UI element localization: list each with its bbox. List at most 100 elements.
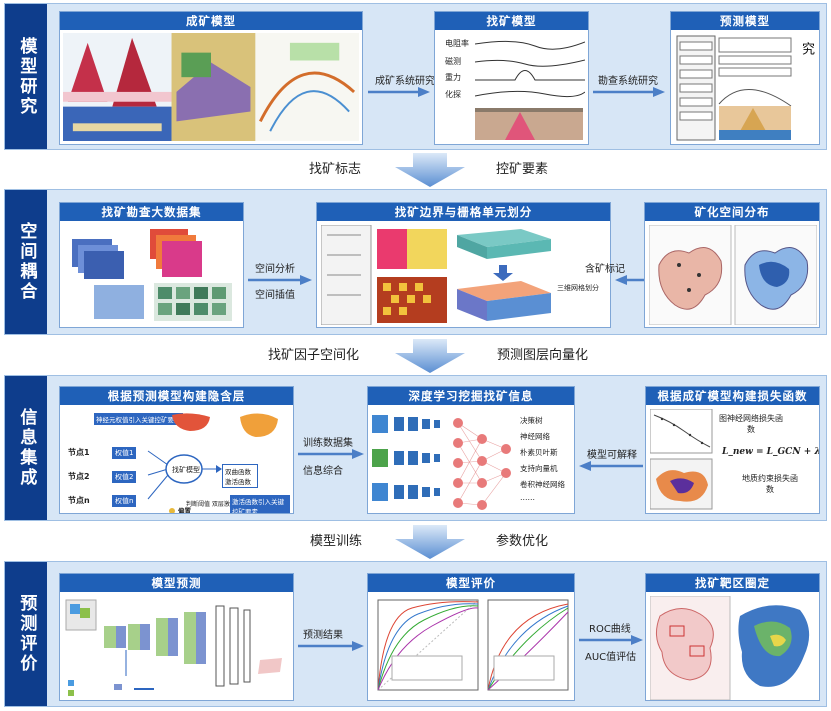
box-title: 找矿边界与栅格单元划分 — [317, 203, 610, 221]
loss-formula: L_new = L_GCN + λL_geo — [722, 447, 819, 457]
row-label-text: 预测评价 — [16, 594, 37, 674]
grid-figure — [321, 225, 551, 325]
transition-3-down-arrow — [395, 525, 465, 559]
weight-2: 权值2 — [112, 471, 137, 483]
box-title: 根据成矿模型构建损失函数 — [646, 387, 819, 405]
hidden-top-note: 神经元权值引入关键控矿要素 — [94, 413, 183, 425]
curve-label-gravity: 重力 — [445, 73, 461, 82]
transition-1-down-arrow — [395, 153, 465, 187]
curve-label-resistivity: 电阻率 — [445, 39, 469, 48]
curve-label-geochem: 化探 — [445, 90, 461, 99]
box-hidden-layer: 根据预测模型构建隐含层 神经元权值引入关键控矿要素 节点1 节点2 节点n 权值… — [59, 386, 294, 514]
box-prediction-model: 预测模型 预测评价系统研究 — [670, 11, 820, 145]
arrow-5-right — [298, 448, 364, 459]
box-boundary-grid: 找矿边界与栅格单元划分 三维网格划分 — [316, 202, 611, 328]
roc-curves-figure — [377, 599, 569, 691]
node-1: 节点1 — [68, 448, 90, 457]
box-model-evaluation: 模型评价 — [367, 573, 575, 701]
transition-3-left: 模型训练 — [310, 534, 363, 549]
curve-label-magnetic: 磁测 — [445, 57, 461, 66]
arrow-label-roc: ROC曲线 — [589, 624, 631, 635]
box-title: 找矿勘查大数据集 — [60, 203, 243, 221]
bias-legend: 偏置 — [178, 507, 191, 514]
row-model-research: 模型研究 成矿模型 成矿系统研究 找矿模型 — [4, 3, 827, 150]
arrow-label-info-synth: 信息综合 — [303, 466, 343, 477]
target-area-maps — [650, 596, 810, 700]
arrow-2-right — [593, 86, 665, 97]
hidden-bottom-note: 激活函数引入关键控矿要素 — [230, 495, 290, 513]
box-deep-learning: 深度学习挖掘找矿信息 决策树 神经网络 朴素贝叶斯 支持向量机 — [367, 386, 575, 514]
arrow-label-interpretable: 模型可解释 — [587, 450, 637, 461]
row-label: 预测评价 — [5, 562, 47, 706]
prediction-side-text: 预测评价系统研究 — [799, 42, 819, 140]
arrow-label-ore-mark: 含矿标记 — [585, 264, 625, 275]
weight-n: 权值n — [112, 495, 137, 507]
box-mineral-distribution: 矿化空间分布 — [644, 202, 820, 328]
deep-learning-figure — [372, 415, 511, 510]
box-title: 找矿靶区圈定 — [646, 574, 819, 592]
transition-1-right: 控矿要素 — [496, 162, 549, 177]
node-n: 节点n — [68, 496, 90, 505]
arrow-label-ore-system: 成矿系统研究 — [375, 76, 435, 87]
box-title: 找矿模型 — [435, 12, 588, 30]
box-title: 深度学习挖掘找矿信息 — [368, 387, 574, 405]
row-label-text: 模型研究 — [16, 36, 37, 117]
row-label: 空间耦合 — [5, 190, 47, 334]
method-more: …… — [520, 493, 535, 502]
box-target-area: 找矿靶区圈定 — [645, 573, 820, 701]
prediction-network-figure — [65, 599, 282, 696]
method-decision-tree: 决策树 — [520, 416, 543, 425]
row-label: 信息集成 — [5, 376, 47, 520]
loss-top-label: 图神经网络损失函数 — [719, 414, 783, 434]
transition-2-right: 预测图层向量化 — [497, 348, 589, 363]
loss-figure — [650, 409, 713, 510]
loss-bottom-label: 地质约束损失函数 — [742, 474, 798, 494]
weight-1: 权值1 — [112, 447, 137, 459]
arrow-3-right — [248, 274, 312, 285]
box-model-prediction: 模型预测 — [59, 573, 294, 701]
arrow-4-left — [615, 274, 645, 285]
transition-2-left: 找矿因子空间化 — [268, 348, 360, 363]
box-ore-forming-model: 成矿模型 — [59, 11, 363, 145]
transition-2-down-arrow — [395, 339, 465, 373]
box-title: 成矿模型 — [60, 12, 362, 30]
row-label: 模型研究 — [5, 4, 47, 149]
arrow-label-exploration-system: 勘查系统研究 — [598, 76, 658, 87]
big-data-figure — [72, 229, 232, 321]
arrow-label-train-data: 训练数据集 — [303, 438, 353, 449]
prediction-model-figure — [676, 35, 792, 141]
method-naive-bayes: 朴素贝叶斯 — [520, 448, 558, 457]
hidden-mid-note: 双曲函数激活函数 — [222, 464, 258, 488]
center-node-label: 找矿模型 — [172, 466, 200, 474]
arrow-label-spatial-analysis: 空间分析 — [255, 264, 295, 275]
method-neural-net: 神经网络 — [520, 432, 550, 441]
box-prospecting-model: 找矿模型 电阻率 磁测 重力 化探 — [434, 11, 589, 145]
row-prediction-eval: 预测评价 模型预测 预测结果 模型评价 — [4, 561, 827, 707]
box-big-data-set: 找矿勘查大数据集 — [59, 202, 244, 328]
arrow-8-right — [579, 634, 643, 645]
box-title: 矿化空间分布 — [645, 203, 819, 221]
node-2: 节点2 — [68, 472, 90, 481]
box-title: 模型评价 — [368, 574, 574, 592]
arrow-label-auc: AUC值评估 — [585, 652, 637, 663]
transition-3-right: 参数优化 — [496, 534, 549, 549]
arrow-label-spatial-interp: 空间插值 — [255, 290, 295, 301]
arrow-6-left — [579, 460, 643, 471]
row-label-text: 信息集成 — [16, 408, 37, 488]
box-title: 根据预测模型构建隐含层 — [60, 387, 293, 405]
hidden-small-note: 判断阈值 双层激活 — [186, 501, 236, 508]
ore-forming-figure — [63, 33, 359, 141]
arrow-7-right — [298, 640, 364, 651]
box-title: 预测模型 — [671, 12, 819, 30]
arrow-label-prediction-result: 预测结果 — [303, 630, 343, 641]
hidden-layer-links — [147, 413, 278, 513]
box-loss-function: 根据成矿模型构建损失函数 图神经网络损失函数 L_new = L_GCN + λ… — [645, 386, 820, 514]
row-label-text: 空间耦合 — [16, 222, 37, 302]
distribution-maps — [649, 225, 817, 325]
prospecting-curves — [475, 40, 585, 140]
row-spatial-coupling: 空间耦合 找矿勘查大数据集 空间分析 空间插值 找矿边界与栅格单元划分 — [4, 189, 827, 335]
method-svm: 支持向量机 — [520, 464, 558, 473]
method-cnn: 卷积神经网络 — [520, 480, 565, 489]
inner-label-3d-grid: 三维网格划分 — [557, 284, 599, 292]
arrow-1-right — [368, 86, 430, 97]
